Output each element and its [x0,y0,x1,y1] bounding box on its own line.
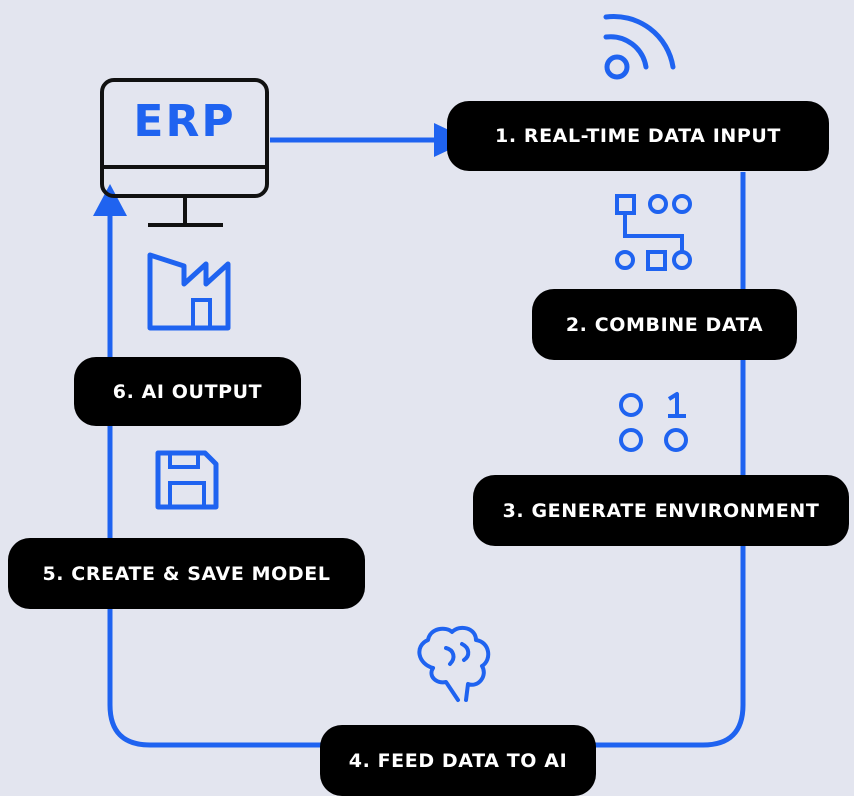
step-2-combine-data: 2. COMBINE DATA [532,289,797,360]
right-loop-line [570,172,746,748]
step-5-create-save-model: 5. CREATE & SAVE MODEL [8,538,365,609]
left-loop-line [107,212,325,748]
left-loop-arrowhead [93,184,127,216]
step-1-real-time-data-input: 1. REAL-TIME DATA INPUT [447,101,829,171]
erp-label: ERP [133,96,236,147]
step-6-ai-output: 6. AI OUTPUT [74,357,301,426]
step-3-generate-environment: 3. GENERATE ENVIRONMENT [473,475,849,546]
step-4-feed-data-to-ai: 4. FEED DATA TO AI [320,725,596,796]
